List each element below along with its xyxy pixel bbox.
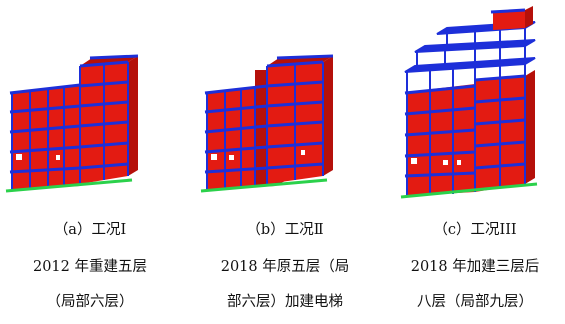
caption-line-1: 2018 年加建三层后 [410, 259, 540, 275]
base-line [5, 178, 133, 193]
facade-wall [407, 84, 475, 196]
caption-line-1: 2012 年重建五层 [32, 259, 147, 275]
caption-line-2: 八层（局部九层） [417, 294, 533, 310]
caption-line-1: 2018 年原五层（局 [220, 259, 350, 275]
tower-side [128, 56, 138, 176]
columns [11, 62, 129, 190]
caption-title: （b）工况Ⅱ [246, 222, 324, 238]
caption-title: （c）工况III [433, 222, 517, 238]
caption-title: （a）工况I [53, 222, 127, 238]
columns [206, 62, 324, 190]
columns [406, 76, 526, 196]
building-model-a [5, 54, 139, 193]
caption-line-2: （局部六层） [46, 294, 134, 310]
building-model-b [200, 54, 334, 193]
base-line [200, 178, 328, 193]
tower-side [525, 70, 535, 184]
penthouse-side [525, 6, 533, 28]
floor-beams [204, 54, 334, 174]
openings [16, 154, 60, 160]
penthouse-wall [493, 10, 525, 30]
base-line [400, 182, 538, 199]
openings [411, 158, 461, 165]
building-model-c [400, 6, 538, 199]
caption-line-2: 部六层）加建电梯 [227, 294, 343, 310]
added-columns [406, 28, 526, 92]
added-floor-slabs [404, 21, 536, 73]
facade-wall [12, 84, 80, 190]
openings [211, 150, 305, 160]
tower-side [323, 56, 333, 176]
